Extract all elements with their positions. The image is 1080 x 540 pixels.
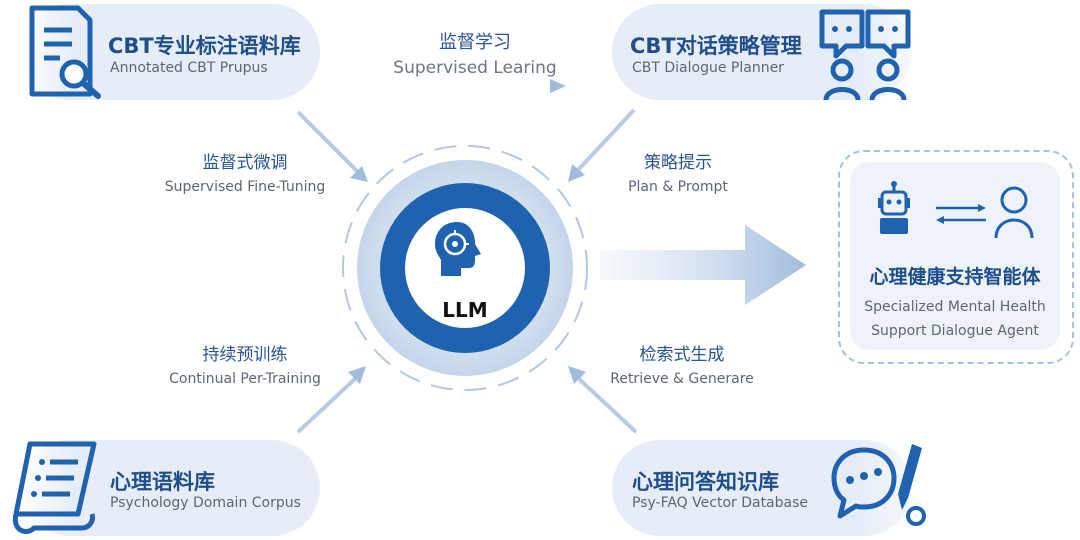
edge-label-supervised-learning: 监督学习 Supervised Learing — [380, 28, 570, 78]
edge-cn-retrieve: 检索式生成 — [639, 345, 725, 365]
ai-head-icon — [435, 222, 481, 276]
node-title-bottom-right: 心理问答知识库 — [632, 470, 779, 494]
edge-cn-fine-tuning: 监督式微调 — [202, 153, 288, 173]
edge-label-plan-prompt: 策略提示 Plan & Prompt — [598, 148, 758, 195]
edge-en-pre-training: Continual Per-Training — [169, 371, 321, 387]
edge-label-retrieve: 检索式生成 Retrieve & Generare — [594, 340, 770, 387]
arrow-to-agent — [600, 225, 806, 305]
arrow-pre-training — [296, 366, 366, 434]
edge-en-retrieve: Retrieve & Generare — [610, 371, 754, 387]
node-title-top-left: CBT专业标注语料库 — [108, 34, 301, 58]
edge-cn-pre-training: 持续预训练 — [202, 345, 288, 365]
arrow-fine-tuning — [296, 110, 368, 182]
llm-label: LLM — [442, 298, 488, 322]
arrow-supervised-learning — [388, 79, 566, 93]
edge-cn-plan-prompt: 策略提示 — [644, 153, 712, 173]
node-title-top-right: CBT对话策略管理 — [630, 34, 802, 58]
edge-label-fine-tuning: 监督式微调 Supervised Fine-Tuning — [150, 148, 340, 195]
agent-subtitle-line1: Specialized Mental Health — [864, 299, 1046, 315]
agent-title: 心理健康支持智能体 — [869, 266, 1041, 288]
node-subtitle-bottom-left: Psychology Domain Corpus — [110, 495, 301, 511]
agent-text: 心理健康支持智能体 Specialized Mental Health Supp… — [850, 262, 1060, 339]
edge-en-plan-prompt: Plan & Prompt — [628, 179, 728, 195]
edge-en-fine-tuning: Supervised Fine-Tuning — [164, 179, 326, 195]
node-subtitle-top-left: Annotated CBT Prupus — [110, 60, 268, 76]
edge-label-pre-training: 持续预训练 Continual Per-Training — [150, 340, 340, 387]
agent-frame — [838, 150, 1074, 364]
agent-subtitle-line2: Support Dialogue Agent — [871, 323, 1039, 339]
arrow-retrieve — [568, 366, 638, 434]
arrow-plan-prompt — [568, 108, 636, 182]
edge-cn-supervised-learning: 监督学习 — [439, 32, 511, 53]
node-subtitle-top-right: CBT Dialogue Planner — [632, 60, 784, 76]
node-title-bottom-left: 心理语料库 — [110, 470, 215, 494]
node-subtitle-bottom-right: Psy-FAQ Vector Database — [632, 495, 809, 511]
edge-en-supervised-learning: Supervised Learing — [393, 58, 557, 78]
